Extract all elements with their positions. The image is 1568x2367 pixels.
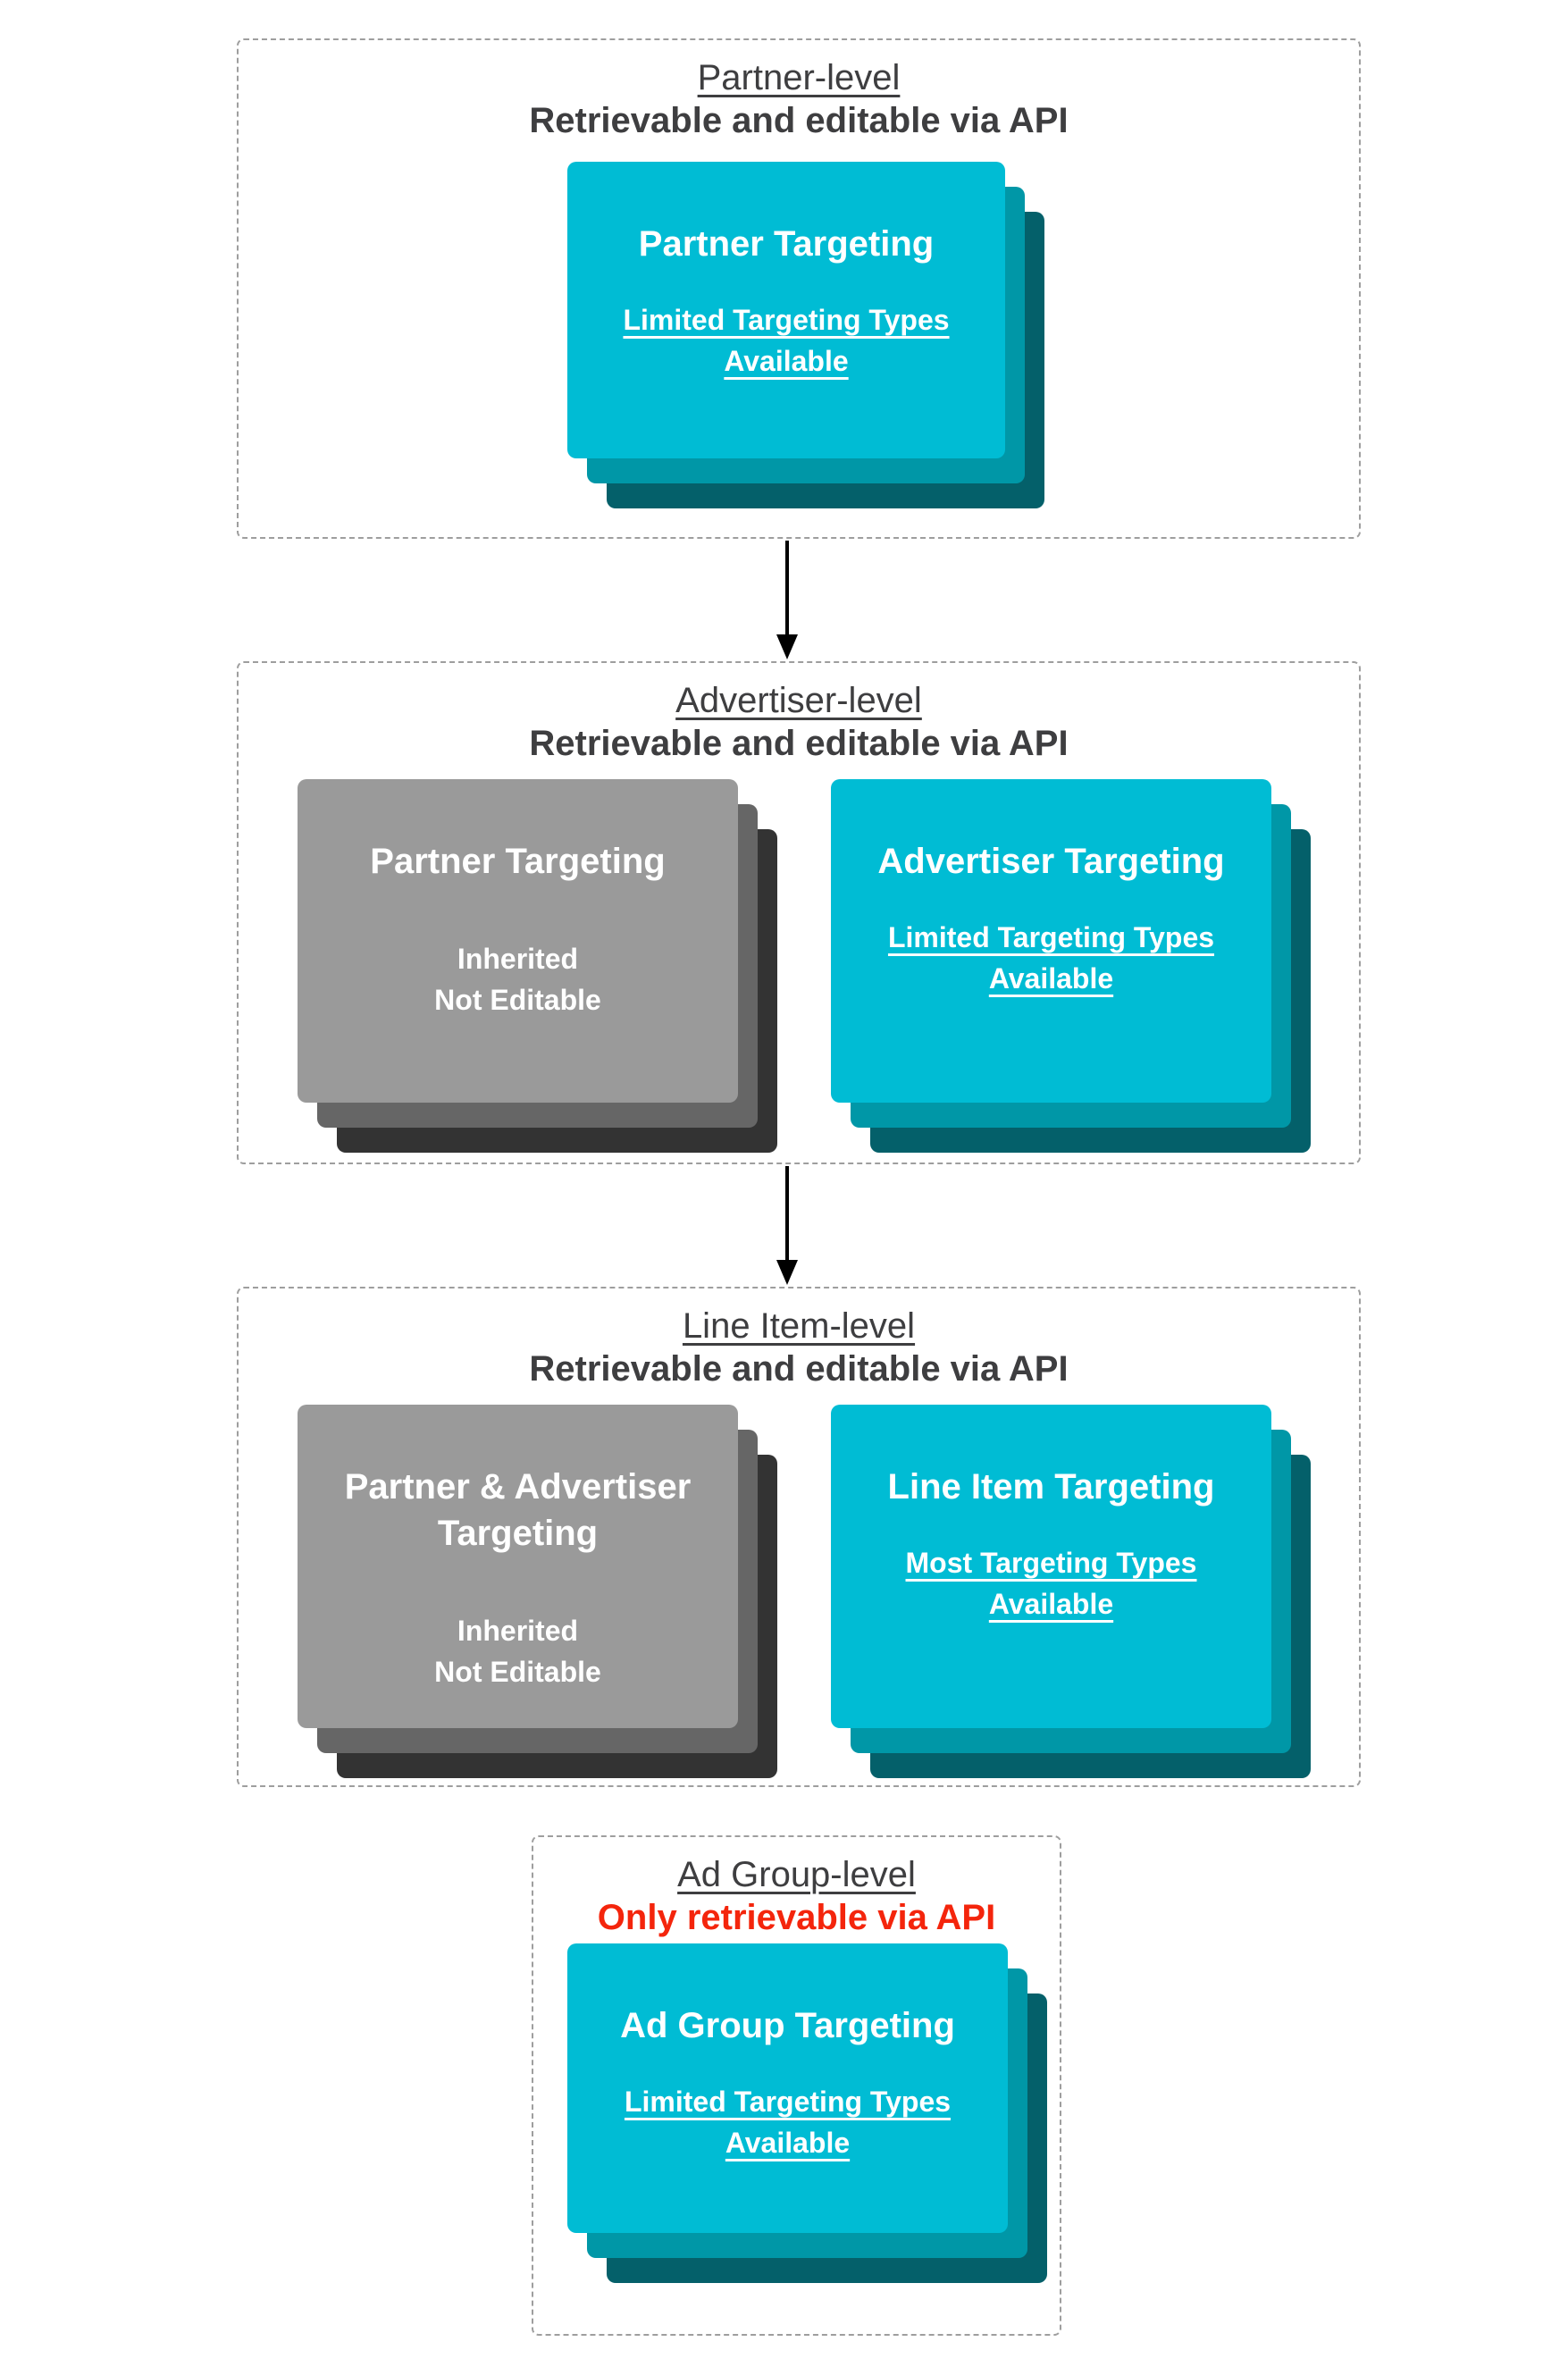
card-body: Most Targeting Types Available bbox=[906, 1542, 1197, 1625]
card-body: Limited Targeting Types Available bbox=[888, 917, 1214, 1000]
card-stack-line-item-targeting: Line Item Targeting Most Targeting Types… bbox=[831, 1405, 1311, 1778]
card-stack-partner-targeting: Partner Targeting Limited Targeting Type… bbox=[567, 162, 1044, 508]
card-body-line: Inherited bbox=[457, 943, 579, 975]
card-body: Inherited Not Editable bbox=[434, 938, 601, 1021]
panel-ad-group-level: Ad Group-level Only retrievable via API … bbox=[532, 1835, 1061, 2336]
flow-arrow-down bbox=[776, 541, 798, 659]
card-stack-advertiser-targeting: Advertiser Targeting Limited Targeting T… bbox=[831, 779, 1311, 1153]
card-body-line: Limited Targeting Types bbox=[624, 2086, 952, 2118]
arrow-head-icon bbox=[776, 634, 798, 659]
card-body-line: Not Editable bbox=[434, 1656, 601, 1689]
card-body-line: Available bbox=[988, 962, 1114, 995]
card-body-line: Limited Targeting Types bbox=[623, 304, 950, 336]
arrow-head-icon bbox=[776, 1260, 798, 1285]
card-title: Partner & Advertiser Targeting bbox=[344, 1467, 692, 1553]
card-body-line: Not Editable bbox=[434, 984, 601, 1017]
card-partner-targeting: Partner Targeting Limited Targeting Type… bbox=[567, 162, 1005, 458]
card-inherited-partner-targeting: Partner Targeting Inherited Not Editable bbox=[298, 779, 738, 1103]
section-title: Ad Group-level bbox=[677, 1855, 916, 1894]
card-body: Limited Targeting Types Available bbox=[625, 2081, 951, 2164]
panel-line-item-level: Line Item-level Retrievable and editable… bbox=[237, 1287, 1361, 1787]
card-body-line: Inherited bbox=[457, 1615, 579, 1647]
card-title: Partner Targeting bbox=[370, 842, 666, 881]
card-title: Line Item Targeting bbox=[887, 1467, 1215, 1507]
card-title: Ad Group Targeting bbox=[620, 2006, 955, 2045]
section-subtitle: Retrievable and editable via API bbox=[529, 1349, 1069, 1389]
arrow-line bbox=[785, 1166, 789, 1261]
card-stack-inherited-partner-targeting: Partner Targeting Inherited Not Editable bbox=[298, 779, 777, 1153]
card-inherited-partner-advertiser-targeting: Partner & Advertiser Targeting Inherited… bbox=[298, 1405, 738, 1728]
card-stack-inherited-partner-advertiser-targeting: Partner & Advertiser Targeting Inherited… bbox=[298, 1405, 777, 1778]
arrow-line bbox=[785, 541, 789, 635]
card-body: Inherited Not Editable bbox=[434, 1610, 601, 1693]
card-body-line: Most Targeting Types bbox=[905, 1547, 1197, 1579]
card-ad-group-targeting: Ad Group Targeting Limited Targeting Typ… bbox=[567, 1943, 1008, 2233]
card-title: Advertiser Targeting bbox=[877, 842, 1225, 881]
card-advertiser-targeting: Advertiser Targeting Limited Targeting T… bbox=[831, 779, 1271, 1103]
panel-advertiser-level: Advertiser-level Retrievable and editabl… bbox=[237, 661, 1361, 1164]
panel-partner-level: Partner-level Retrievable and editable v… bbox=[237, 38, 1361, 539]
section-subtitle: Only retrievable via API bbox=[597, 1898, 996, 1937]
flow-arrow-down bbox=[776, 1166, 798, 1285]
card-title: Partner Targeting bbox=[638, 224, 935, 264]
section-title: Line Item-level bbox=[682, 1306, 916, 1346]
section-title: Partner-level bbox=[697, 58, 901, 97]
card-body-line: Limited Targeting Types bbox=[887, 921, 1215, 953]
card-line-item-targeting: Line Item Targeting Most Targeting Types… bbox=[831, 1405, 1271, 1728]
card-body-line: Available bbox=[725, 2127, 851, 2160]
section-subtitle: Retrievable and editable via API bbox=[529, 101, 1069, 140]
card-body-line: Available bbox=[988, 1588, 1114, 1621]
section-subtitle: Retrievable and editable via API bbox=[529, 724, 1069, 763]
section-title: Advertiser-level bbox=[675, 681, 922, 720]
card-body-line: Available bbox=[724, 345, 849, 378]
card-body: Limited Targeting Types Available bbox=[623, 299, 949, 382]
card-stack-ad-group-targeting: Ad Group Targeting Limited Targeting Typ… bbox=[567, 1943, 1047, 2283]
